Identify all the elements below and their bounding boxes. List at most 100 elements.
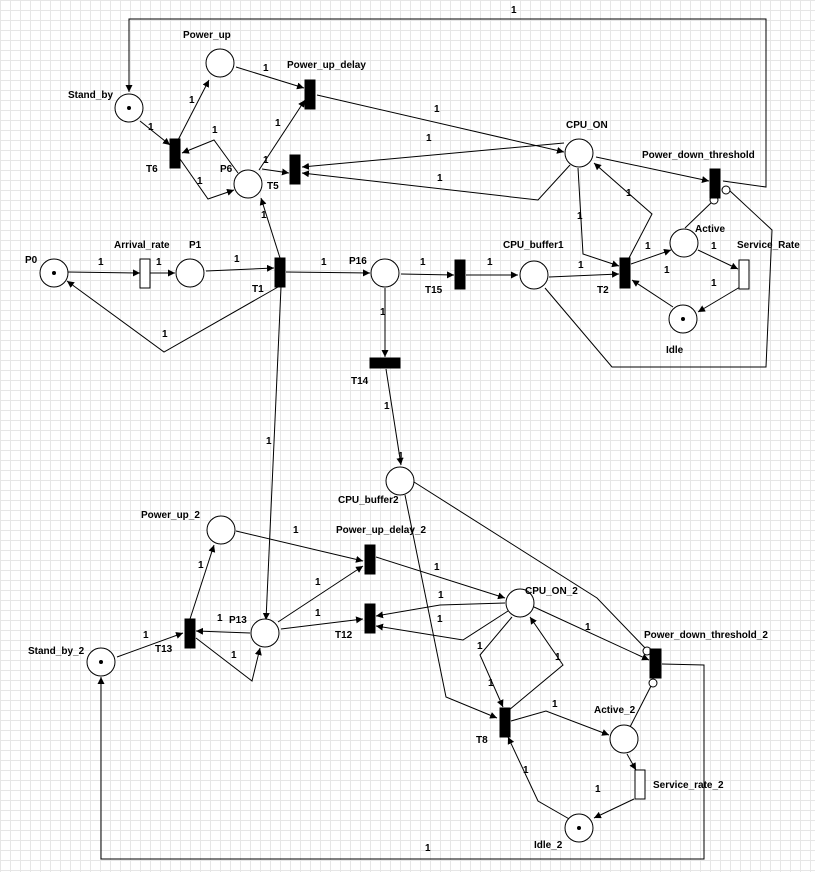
arc-pdt-standby	[125, 18, 767, 188]
arc-weight: 1	[275, 118, 281, 129]
arc-t6-p6	[179, 158, 235, 200]
label-cpu-buffer1: CPU_buffer1	[503, 240, 564, 251]
label-active-2: Active_2	[594, 705, 636, 716]
label-power-up-2: Power_up_2	[141, 510, 200, 521]
arc-cpuon-p6	[301, 164, 571, 201]
transition-service-rate-2[interactable]	[634, 769, 646, 800]
arc-weight: 1	[143, 630, 149, 641]
place-power-up-2[interactable]	[206, 515, 236, 545]
label-t5: T5	[267, 181, 279, 192]
arc-p6-t6	[181, 139, 239, 174]
place-cpu-on-2[interactable]	[505, 588, 535, 618]
label-power-down-threshold-2: Power_down_threshold_2	[644, 630, 768, 641]
label-p1: P1	[189, 240, 202, 251]
label-stand-by: Stand_by	[68, 90, 113, 101]
arc-service-idle	[697, 286, 741, 313]
arc-p16-t15	[400, 271, 455, 279]
arc-weight: 1	[511, 5, 517, 16]
arc-t1-p6	[259, 197, 281, 259]
transition-power-down-threshold-2[interactable]	[649, 648, 662, 679]
arc-weight: 1	[578, 260, 584, 271]
place-cpu-on[interactable]	[564, 138, 594, 168]
label-t15: T15	[425, 285, 443, 296]
arc-weight: 1	[263, 63, 269, 74]
place-active-2[interactable]	[609, 724, 639, 754]
arc-t2-cpuon	[593, 162, 653, 259]
arc-active2-pdt2	[629, 685, 652, 728]
place-cpu-buffer1[interactable]	[519, 260, 549, 290]
place-p16[interactable]	[370, 258, 400, 288]
place-cpu-buffer2[interactable]	[385, 466, 415, 496]
arc-weight: 1	[434, 104, 440, 115]
arc-active2-service2	[626, 753, 637, 771]
label-idle-2: Idle_2	[534, 840, 563, 851]
label-power-up-delay-2: Power_up_delay_2	[336, 525, 426, 536]
label-t6: T6	[146, 164, 158, 175]
arc-t1-p0	[66, 280, 279, 353]
label-service-rate: Service_Rate	[737, 240, 800, 251]
arc-cpuon2-t8	[479, 616, 513, 708]
place-active[interactable]	[669, 228, 699, 258]
arc-pud2-cpuon2	[375, 556, 506, 600]
arc-t8-cpuon2	[508, 616, 564, 711]
arc-active-service	[697, 249, 739, 270]
arc-weight: 1	[212, 125, 218, 136]
place-p6[interactable]	[233, 169, 263, 199]
label-stand-by-2: Stand_by_2	[28, 646, 85, 657]
transitions	[139, 79, 750, 800]
token-p0	[52, 271, 56, 275]
arc-active-pdt	[684, 200, 714, 229]
transition-service-rate[interactable]	[738, 259, 750, 290]
arc-weight: 1	[321, 257, 327, 268]
place-p13[interactable]	[250, 618, 280, 648]
transition-t1[interactable]	[274, 257, 286, 288]
arc-weight: 1	[626, 188, 632, 199]
arc-pdt2-standby2	[97, 663, 705, 860]
transition-t13[interactable]	[184, 618, 196, 649]
label-service-rate-2: Service_rate_2	[653, 780, 724, 791]
transition-t2[interactable]	[619, 257, 631, 289]
arc-t6-powerup	[176, 79, 210, 143]
transition-t8[interactable]	[499, 707, 511, 738]
arc-weight: 1	[162, 329, 168, 340]
label-t8: T8	[476, 735, 488, 746]
arc-weight: 1	[156, 257, 162, 268]
place-power-up[interactable]	[205, 48, 235, 78]
place-p1[interactable]	[175, 258, 205, 288]
arc-t14-cpubuf2	[385, 368, 404, 466]
arc-t8-active2	[510, 710, 610, 736]
arc-standby2-t13	[116, 632, 184, 658]
arc-p1-t1	[205, 264, 275, 272]
label-active: Active	[695, 224, 725, 235]
arc-p13-pud2	[277, 565, 364, 623]
arc-weight: 1	[261, 210, 267, 221]
arc-weight: 1	[189, 95, 195, 106]
transition-t6[interactable]	[169, 138, 181, 169]
arc-cpubuf2-pdt2	[413, 481, 649, 652]
arc-weight: 1	[380, 307, 386, 318]
arc-weight: 1	[293, 525, 299, 536]
places	[39, 48, 699, 843]
transition-t5[interactable]	[289, 154, 301, 185]
arc-weight: 1	[197, 176, 203, 187]
transition-power-up-delay[interactable]	[304, 79, 316, 110]
transition-t12[interactable]	[364, 603, 376, 634]
arc-p6-t5	[261, 168, 290, 176]
arc-cpuon-t5	[301, 142, 565, 170]
transition-t15[interactable]	[454, 259, 466, 290]
label-t12: T12	[335, 630, 353, 641]
arc-weight: 1	[664, 265, 670, 276]
arc-p0-arrival	[67, 269, 141, 277]
arc-cpuon-pdt	[595, 156, 710, 183]
transition-power-up-delay-2[interactable]	[364, 544, 376, 575]
transition-arrival-rate[interactable]	[139, 258, 151, 289]
arc-powerup-pud	[235, 66, 305, 90]
arc-weight: 1	[552, 699, 558, 710]
transition-t14[interactable]	[369, 357, 401, 369]
transition-power-down-threshold[interactable]	[709, 168, 721, 199]
arc-weight: 1	[645, 241, 651, 252]
label-cpu-on: CPU_ON	[566, 120, 608, 131]
label-p0: P0	[25, 255, 38, 266]
label-power-up: Power_up	[183, 30, 231, 41]
